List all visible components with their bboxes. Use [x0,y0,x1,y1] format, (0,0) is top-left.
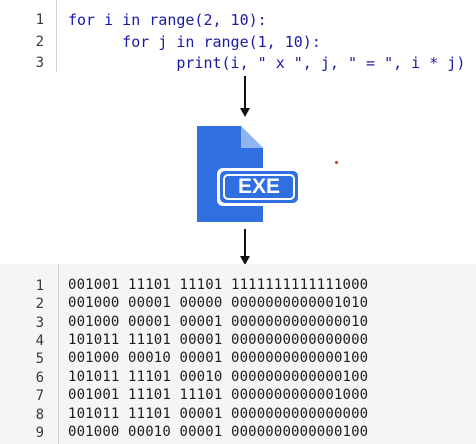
arrow-down-shaft [244,76,246,109]
code-line: for j in range(1, 10): [68,33,321,51]
line-number-gutter [0,0,57,72]
line-number: 3 [35,55,44,71]
binary-line: 101011 11101 00001 0000000000000000 [68,332,369,348]
line-number: 1 [35,278,44,294]
binary-line: 001001 11101 11101 0000000000001000 [68,387,369,403]
source-code-panel: 1 for i in range(2, 10): 2 for j in rang… [0,0,476,96]
arrow-down-icon [240,108,250,117]
code-line: print(i, " x ", j, " = ", i * j) [68,54,466,72]
line-number: 3 [35,315,44,331]
exe-file-icon: EXE [193,122,303,226]
arrow-down-icon [240,256,250,265]
binary-line: 101011 11101 00001 0000000000000000 [68,406,369,422]
line-number-gutter [0,264,59,444]
line-number: 2 [35,296,44,312]
code-line: for i in range(2, 10): [68,11,267,29]
line-number: 4 [35,333,44,349]
binary-line: 001000 00001 00001 0000000000000010 [68,314,369,330]
binary-line: 001000 00001 00000 0000000000001010 [68,295,369,311]
arrow-down-shaft [244,229,246,257]
line-number: 7 [35,388,44,404]
binary-output-panel: 1 001001 11101 11101 1111111111111000 2 … [0,264,476,444]
line-number: 5 [35,351,44,367]
binary-line: 001000 00010 00001 0000000000000100 [68,350,369,366]
exe-label: EXE [237,175,281,198]
line-number: 2 [35,34,44,50]
line-number: 9 [35,425,44,441]
line-number: 8 [35,407,44,423]
binary-line: 101011 11101 00010 0000000000000100 [68,369,369,385]
line-number: 1 [35,12,44,28]
binary-line: 001000 00010 00001 0000000000000100 [68,424,369,440]
binary-line: 001001 11101 11101 1111111111111000 [68,277,369,293]
line-number: 6 [35,370,44,386]
red-dot [335,161,338,164]
